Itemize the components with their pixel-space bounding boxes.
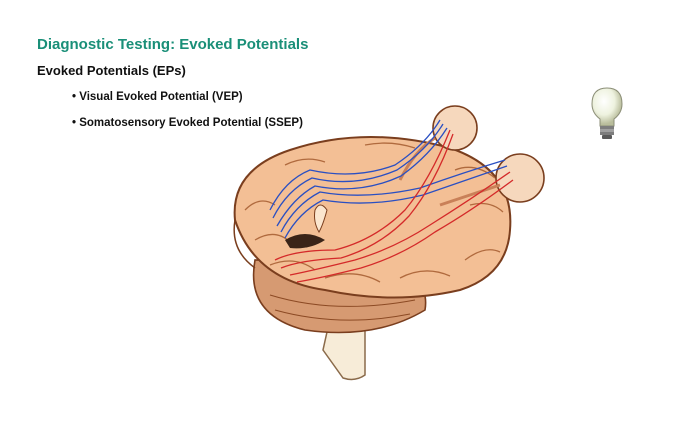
midbrain-cavity [285, 234, 325, 249]
bullet-list: Visual Evoked Potential (VEP) Somatosens… [72, 90, 303, 142]
bullet-item-vep: Visual Evoked Potential (VEP) [72, 90, 303, 116]
section-heading: Evoked Potentials (EPs) [37, 63, 186, 78]
lightbulb-icon [591, 87, 623, 139]
slide-title: Diagnostic Testing: Evoked Potentials [37, 36, 309, 53]
bullet-item-ssep: Somatosensory Evoked Potential (SSEP) [72, 116, 303, 142]
brain-body [233, 135, 512, 299]
eye-left [432, 105, 478, 151]
brain-illustration [233, 105, 545, 381]
blue-visual-pathway [269, 119, 508, 239]
eye-right [495, 153, 545, 203]
red-somatosensory-pathway [274, 129, 514, 283]
